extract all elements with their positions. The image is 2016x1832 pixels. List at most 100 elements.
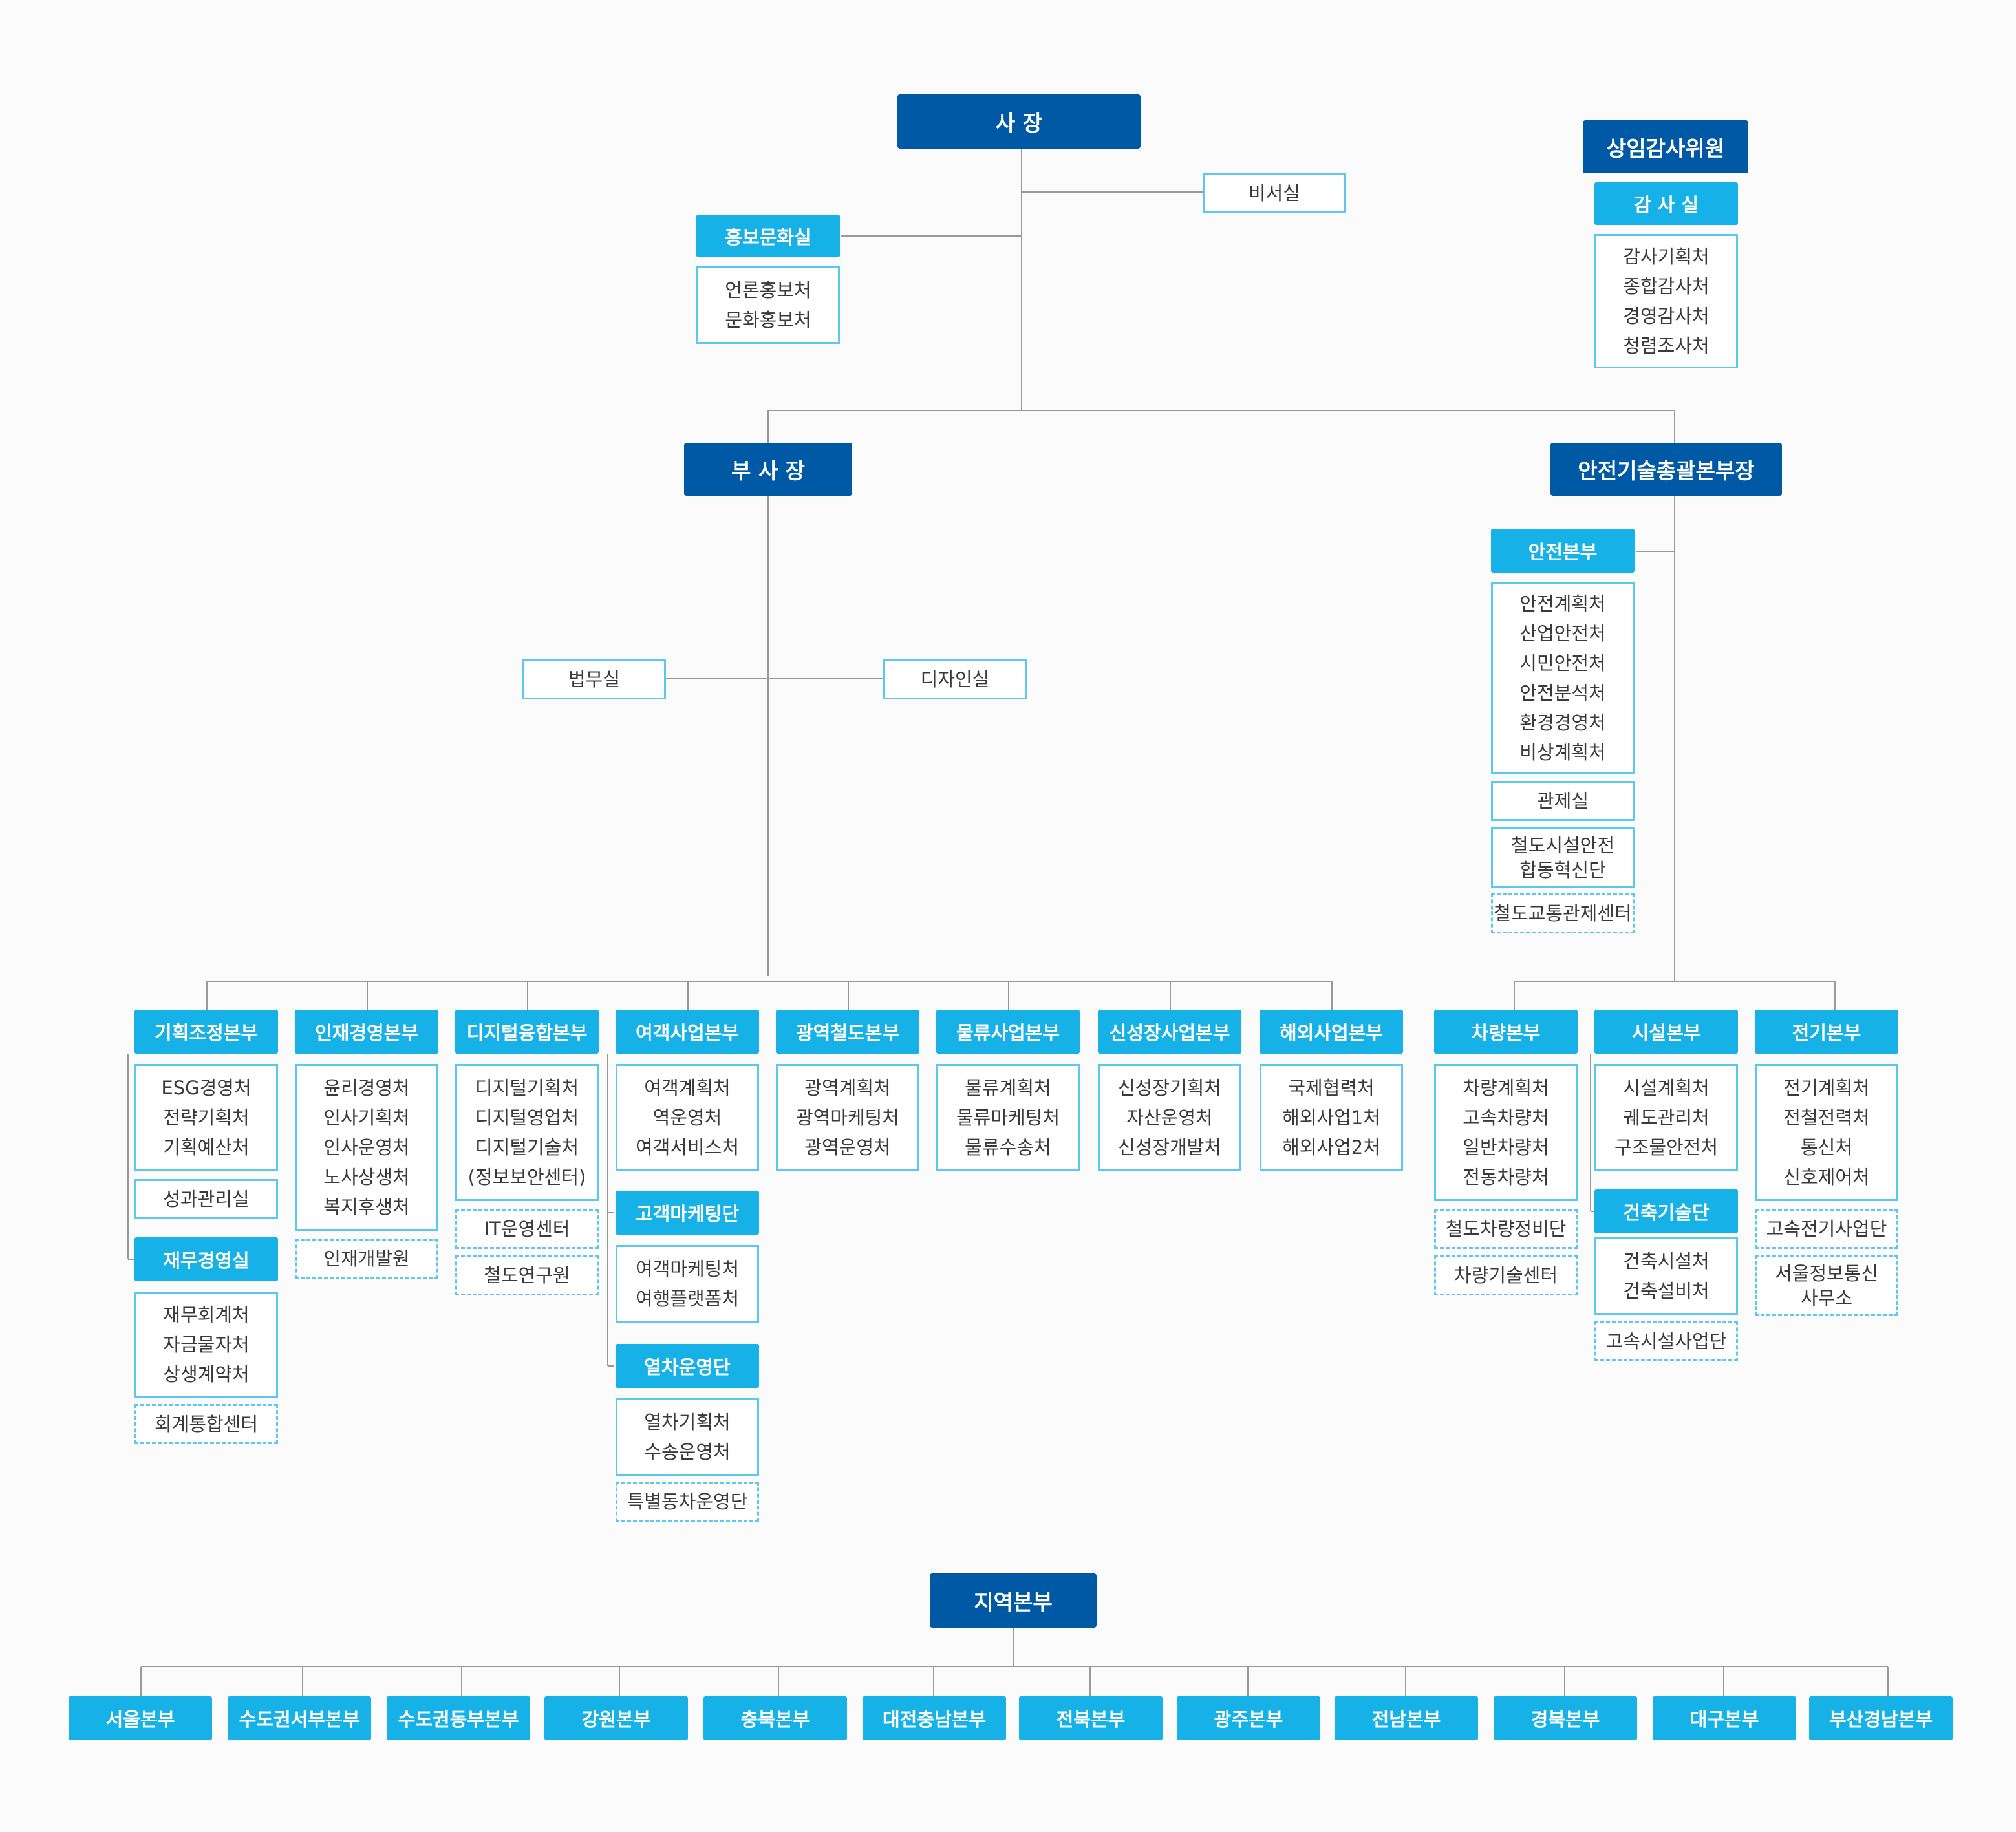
division-sub-extra[interactable]: 회계통합센터	[134, 1404, 278, 1444]
design-office-box[interactable]: 디자인실	[883, 659, 1027, 699]
division-extra[interactable]: IT운영센터	[455, 1209, 599, 1249]
list-item: 감사기획처	[1623, 246, 1710, 268]
list-item: 상생계약처	[163, 1363, 250, 1385]
division-sub-head[interactable]: 건축기술단	[1594, 1189, 1738, 1233]
legal-office-box[interactable]: 법무실	[522, 659, 666, 699]
regional-branch[interactable]: 서울본부	[69, 1696, 212, 1740]
division-head[interactable]: 광역철도본부	[776, 1010, 919, 1054]
list-item: 언론홍보처	[725, 279, 811, 301]
list-item: (정보보안센터)	[467, 1166, 586, 1188]
list-item: 해외사업2처	[1282, 1136, 1380, 1158]
list-item: 여객서비스처	[635, 1136, 740, 1158]
list-item: 전철전력처	[1783, 1107, 1870, 1129]
list-item: 신성장개발처	[1117, 1136, 1222, 1158]
traffic-control-center-box[interactable]: 철도교통관제센터	[1491, 893, 1635, 933]
audit-office-head[interactable]: 감 사 실	[1594, 182, 1738, 225]
list-item: 전략기획처	[163, 1107, 250, 1129]
division-head[interactable]: 시설본부	[1594, 1010, 1738, 1054]
regional-branch[interactable]: 대전충남본부	[863, 1696, 1006, 1740]
division-sub-extra[interactable]: 특별동차운영단	[616, 1482, 759, 1522]
list-item: 통신처	[1800, 1136, 1853, 1158]
regional-hq-box[interactable]: 지역본부	[930, 1573, 1097, 1628]
division-head[interactable]: 디지털융합본부	[455, 1010, 599, 1054]
list-item: 궤도관리처	[1623, 1107, 1710, 1129]
regional-branch[interactable]: 전북본부	[1019, 1696, 1163, 1740]
regional-branch[interactable]: 광주본부	[1177, 1696, 1320, 1740]
list-item: 디지털영업처	[475, 1107, 579, 1129]
division-sub-extra[interactable]: 고속시설사업단	[1594, 1321, 1738, 1361]
division-head[interactable]: 물류사업본부	[936, 1010, 1080, 1054]
list-item: 복지후생처	[323, 1196, 410, 1218]
list-item: 수송운영처	[644, 1441, 731, 1463]
division-extra[interactable]: 인재개발원	[295, 1239, 438, 1279]
division-head[interactable]: 전기본부	[1755, 1010, 1898, 1054]
regional-branch[interactable]: 부산경남본부	[1809, 1696, 1953, 1740]
list-item: 광역계획처	[804, 1077, 891, 1099]
safety-chief-box[interactable]: 안전기술총괄본부장	[1550, 443, 1782, 496]
list-item: 물류수송처	[965, 1136, 1051, 1158]
list-item: 물류마케팅처	[956, 1107, 1060, 1129]
ceo-box[interactable]: 사 장	[897, 94, 1141, 149]
regional-branch[interactable]: 수도권동부본부	[387, 1696, 530, 1740]
pr-office-head[interactable]: 홍보문화실	[696, 215, 840, 257]
control-office-box[interactable]: 관제실	[1491, 781, 1635, 821]
regional-branch[interactable]: 충북본부	[703, 1696, 847, 1740]
list-item: 청렴조사처	[1623, 335, 1710, 357]
division-head[interactable]: 해외사업본부	[1260, 1010, 1403, 1054]
audit-committee-box[interactable]: 상임감사위원	[1583, 120, 1748, 173]
list-item: 자산운영처	[1126, 1107, 1213, 1129]
list-item: 인사운영처	[323, 1136, 410, 1158]
list-item: 종합감사처	[1623, 275, 1710, 297]
list-item: ESG경영처	[161, 1077, 252, 1099]
division-head[interactable]: 여객사업본부	[616, 1010, 759, 1054]
regional-branch[interactable]: 경북본부	[1494, 1696, 1637, 1740]
division-extra[interactable]: 철도연구원	[455, 1255, 599, 1295]
division-head[interactable]: 인재경영본부	[295, 1010, 438, 1054]
regional-branch[interactable]: 전남본부	[1335, 1696, 1478, 1740]
list-item: 인사기획처	[323, 1107, 410, 1129]
list-item: 구조물안전처	[1614, 1136, 1719, 1158]
regional-branch[interactable]: 대구본부	[1653, 1696, 1796, 1740]
division-sub-head[interactable]: 고객마케팅단	[616, 1191, 759, 1235]
secretary-box[interactable]: 비서실	[1203, 173, 1346, 213]
list-item: 열차기획처	[644, 1411, 731, 1433]
list-item: 자금물자처	[163, 1334, 250, 1356]
list-item: 시설계획처	[1623, 1077, 1710, 1099]
vice-president-box[interactable]: 부 사 장	[684, 443, 852, 496]
division-extra[interactable]: 차량기술센터	[1434, 1255, 1578, 1295]
division-head[interactable]: 신성장사업본부	[1098, 1010, 1241, 1054]
division-head[interactable]: 차량본부	[1434, 1010, 1578, 1054]
division-extra[interactable]: 고속전기사업단	[1755, 1209, 1898, 1249]
regional-branch[interactable]: 강원본부	[544, 1696, 688, 1740]
safety-hq-head[interactable]: 안전본부	[1491, 529, 1635, 573]
regional-branch[interactable]: 수도권서부본부	[228, 1696, 371, 1740]
division-sub-head[interactable]: 재무경영실	[134, 1237, 278, 1281]
division-sub-head[interactable]: 열차운영단	[616, 1344, 759, 1388]
division-extra[interactable]: 철도차량정비단	[1434, 1209, 1578, 1249]
division-extra[interactable]: 성과관리실	[134, 1179, 278, 1219]
division-head[interactable]: 기획조정본부	[134, 1010, 278, 1054]
list-item: 안전계획처	[1519, 593, 1606, 615]
list-item: 여객계획처	[644, 1077, 731, 1099]
